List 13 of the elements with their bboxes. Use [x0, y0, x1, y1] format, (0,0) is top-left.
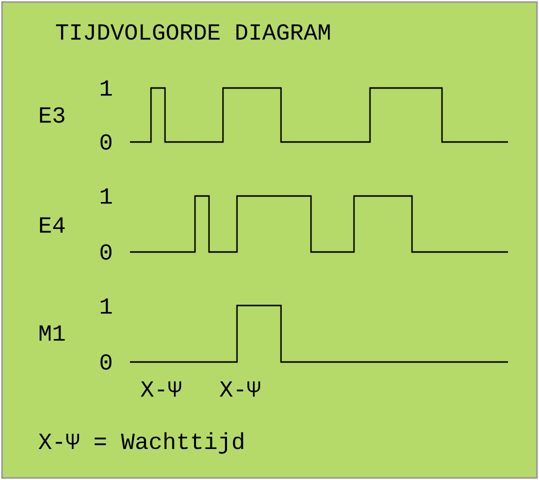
- signal-name: E4: [40, 217, 65, 233]
- level-label: 0: [100, 134, 112, 150]
- title: TIJDVOLGORDE DIAGRAM: [56, 24, 330, 40]
- signal-name: E3: [40, 107, 64, 123]
- signal-name: M1: [40, 325, 65, 341]
- level-label: 1: [100, 188, 112, 204]
- note: X-Ψ = Wachttijd: [38, 432, 244, 454]
- level-label: 0: [100, 354, 112, 370]
- level-label: 0: [100, 244, 112, 260]
- level-label: 1: [100, 80, 112, 96]
- level-label: 1: [100, 298, 112, 314]
- interval-label: X-Ψ: [220, 381, 260, 397]
- interval-label: X-Ψ: [140, 381, 182, 397]
